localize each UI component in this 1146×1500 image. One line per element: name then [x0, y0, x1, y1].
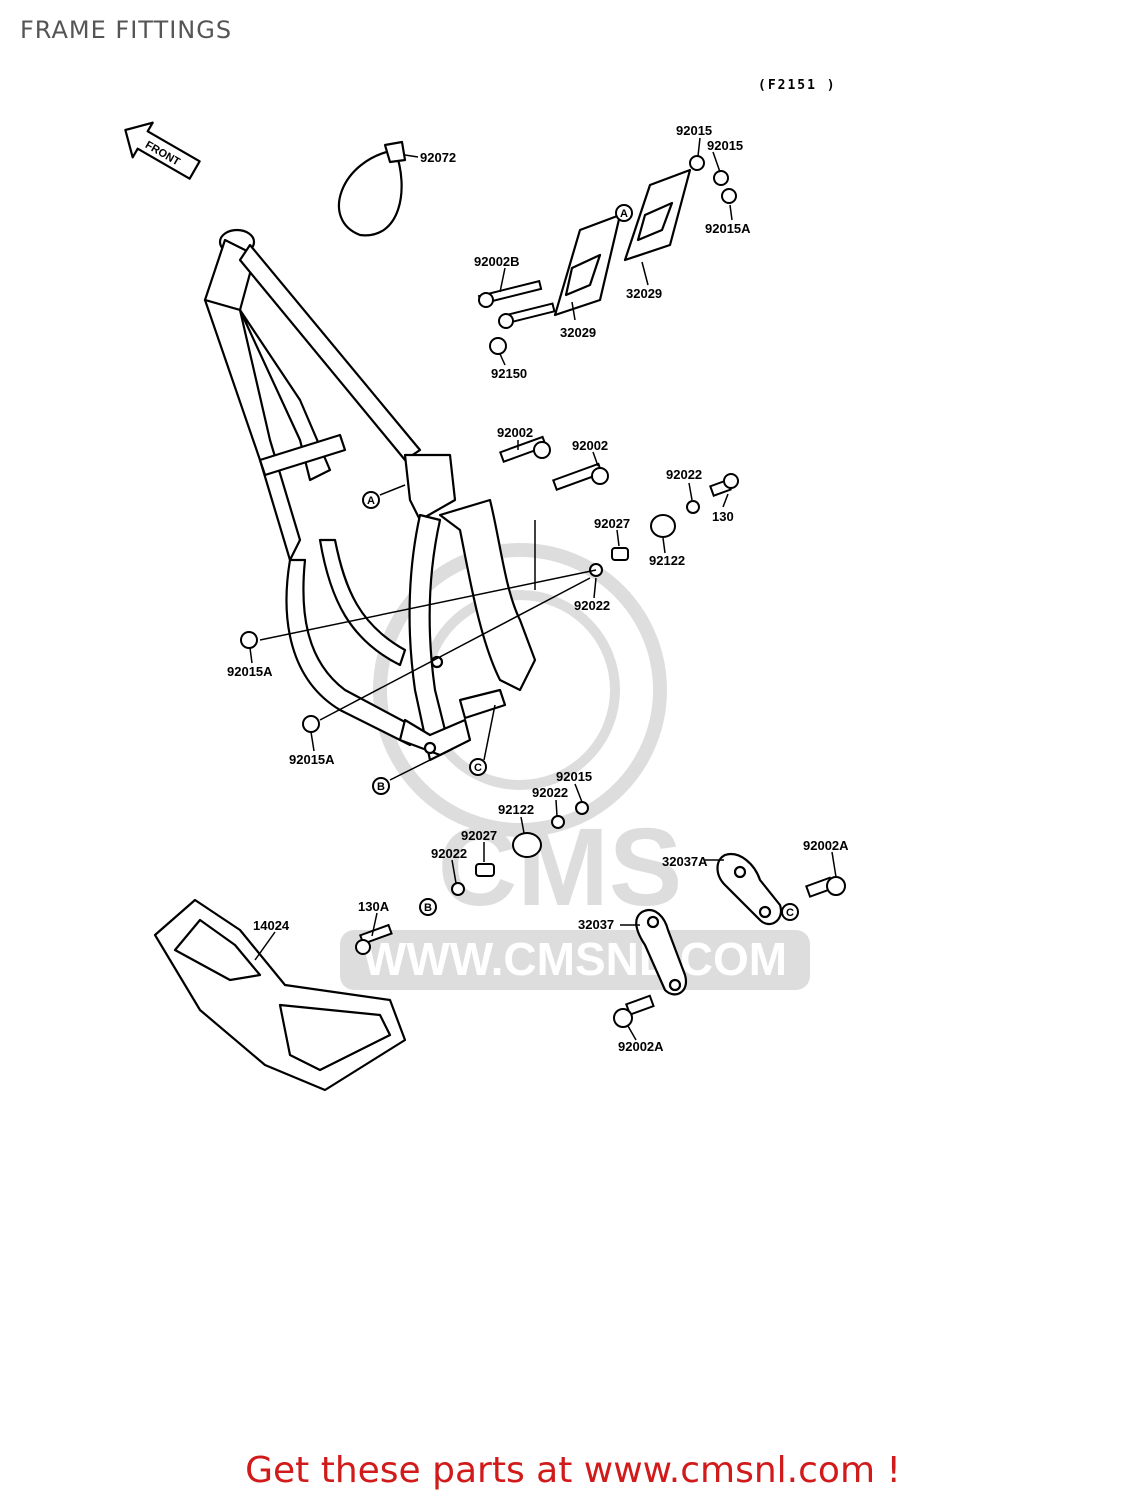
label-92015-c: 92015: [556, 769, 592, 784]
label-92002A-a: 92002A: [803, 838, 849, 853]
label-92027-a: 92027: [594, 516, 630, 531]
callout-a-upper-letter: A: [620, 208, 628, 220]
callout-b-lower-letter: B: [424, 902, 432, 914]
label-92015-a: 92015: [676, 123, 712, 138]
label-92150: 92150: [491, 366, 527, 381]
link-plates: [635, 852, 783, 996]
callout-c-lower-letter: C: [786, 907, 794, 919]
callout-a-frame-letter: A: [367, 495, 375, 507]
label-92015A-c: 92015A: [289, 752, 335, 767]
frame: [203, 228, 537, 762]
label-92015A-a: 92015A: [705, 221, 751, 236]
callout-c-lower: C: [781, 903, 799, 921]
label-92015-b: 92015: [707, 138, 743, 153]
label-32037A: 32037A: [662, 854, 708, 869]
page-title: FRAME FITTINGS: [20, 16, 233, 44]
label-92022-a: 92022: [666, 467, 702, 482]
label-92002B: 92002B: [474, 254, 520, 269]
figure-code: (F2151 ): [758, 78, 837, 93]
label-92022-b: 92022: [574, 598, 610, 613]
label-92002-a: 92002: [497, 425, 533, 440]
footer-advert[interactable]: Get these parts at www.cmsnl.com !: [245, 1450, 901, 1491]
fasteners: [240, 155, 846, 1028]
callout-c-frame: C: [469, 758, 487, 776]
skid-plate: [153, 898, 407, 1092]
watermark-url: WWW.CMSNL.COM: [363, 933, 787, 985]
label-92122-a: 92122: [649, 553, 685, 568]
label-92002-b: 92002: [572, 438, 608, 453]
label-130A: 130A: [358, 899, 390, 914]
label-32037: 32037: [578, 917, 614, 932]
callout-b-frame: B: [372, 777, 390, 795]
clamp-band: [337, 140, 419, 237]
label-92015A-b: 92015A: [227, 664, 273, 679]
leader-lines: [249, 137, 837, 1041]
label-130: 130: [712, 509, 734, 524]
callout-b-frame-letter: B: [377, 781, 385, 793]
label-32029-b: 32029: [560, 325, 596, 340]
label-92072: 92072: [420, 150, 456, 165]
callout-c-frame-letter: C: [474, 762, 482, 774]
front-arrow-icon: FRONT: [124, 121, 201, 180]
label-92022-c: 92022: [532, 785, 568, 800]
callout-a-frame: A: [362, 491, 380, 509]
engine-bracket-upper: [553, 168, 692, 317]
label-92027-b: 92027: [461, 828, 497, 843]
label-92002A-b: 92002A: [618, 1039, 664, 1054]
callout-b-lower: B: [419, 898, 437, 916]
callout-a-upper: A: [615, 204, 633, 222]
label-92122-b: 92122: [498, 802, 534, 817]
label-32029-a: 32029: [626, 286, 662, 301]
label-14024: 14024: [253, 918, 290, 933]
label-92022-d: 92022: [431, 846, 467, 861]
